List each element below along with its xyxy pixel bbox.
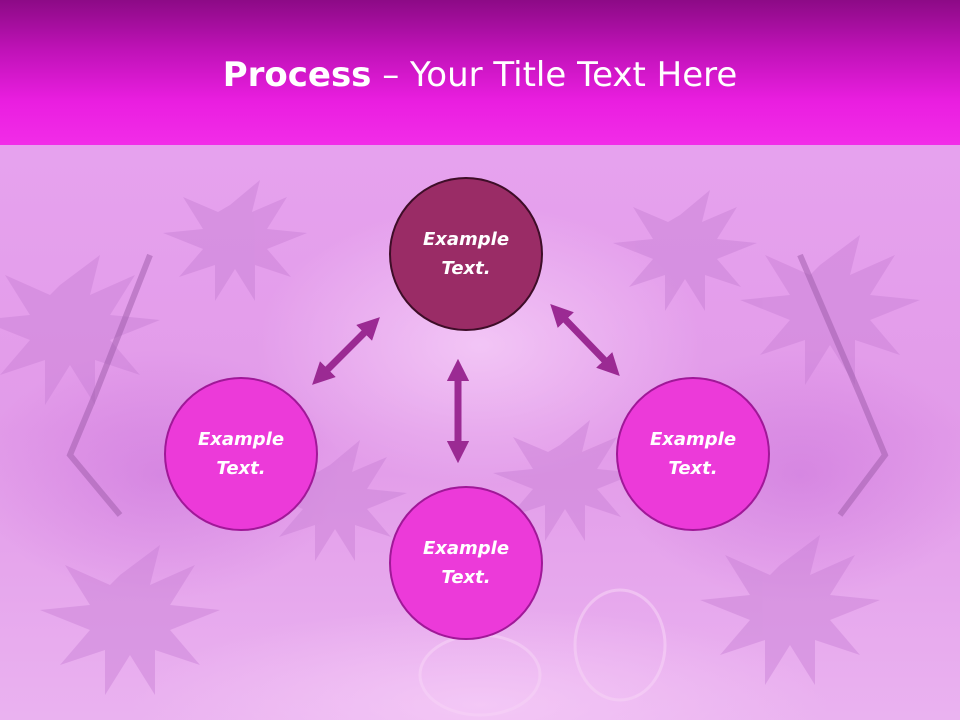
double-arrow-right <box>550 303 620 377</box>
title-rest: – Your Title Text Here <box>371 55 738 95</box>
node-right-line1: Example <box>649 429 737 450</box>
node-bottom-line2: Text. <box>441 567 491 588</box>
node-left-line1: Example <box>197 429 285 450</box>
double-arrow-left <box>312 317 380 385</box>
node-left-line2: Text. <box>216 458 266 479</box>
title-bold: Process <box>222 55 372 95</box>
node-right-line2: Text. <box>668 458 718 479</box>
slide-title[interactable]: Process – Your Title Text Here <box>0 55 960 95</box>
title-banner: Process – Your Title Text Here <box>0 0 960 145</box>
node-bottom-line1: Example <box>422 538 510 559</box>
foliage-texture <box>0 180 920 717</box>
node-top-line1: Example <box>422 229 510 250</box>
node-top-line2: Text. <box>441 258 491 279</box>
